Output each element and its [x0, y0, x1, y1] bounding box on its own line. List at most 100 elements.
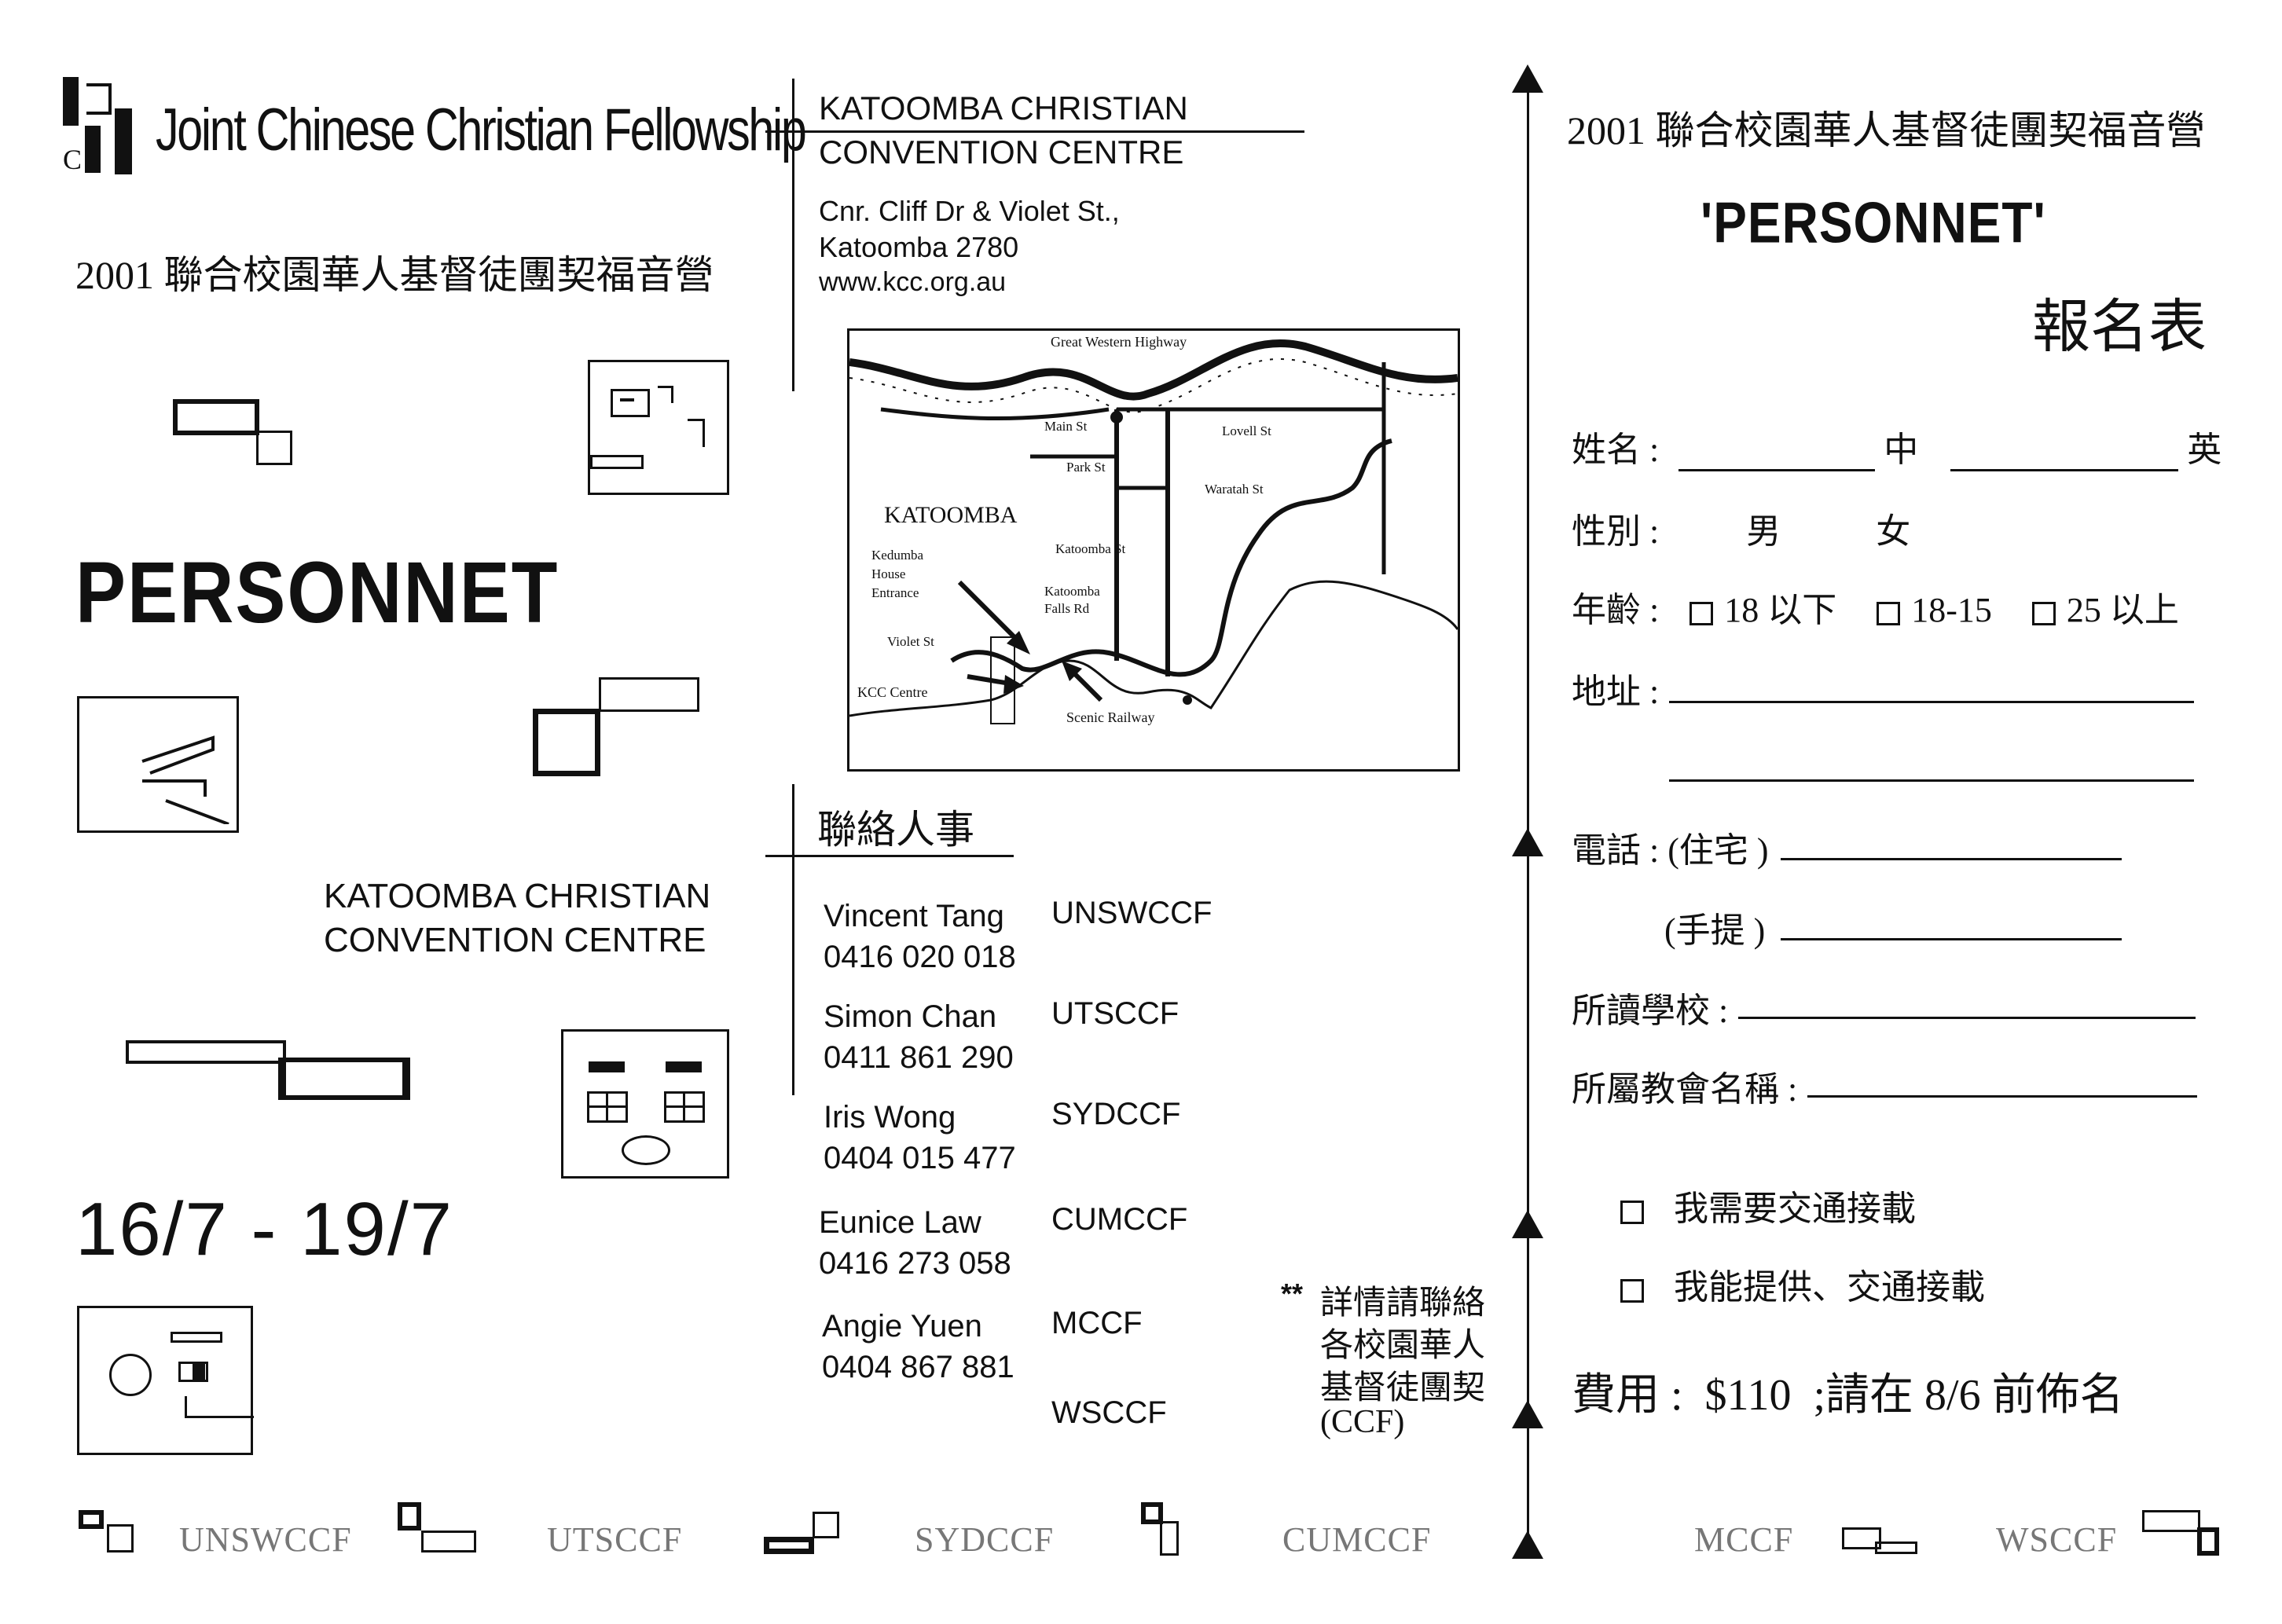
mobile-label: (手提 ) — [1664, 911, 1766, 950]
map-label-falls-1: Katoomba — [1044, 584, 1100, 599]
deco-shape-icon — [107, 1524, 134, 1553]
contacts-heading: 聯絡人事 — [817, 808, 974, 852]
checkbox-icon[interactable] — [1620, 1200, 1644, 1224]
deco-shape-icon — [813, 1512, 839, 1538]
left-venue-line1: KATOOMBA CHRISTIAN — [324, 877, 711, 915]
left-camp-title: 2001 聯合校園華人基督徒團契福音營 — [75, 253, 714, 297]
deco-face-line-icon — [688, 419, 705, 447]
contact-name: Angie Yuen — [822, 1309, 982, 1344]
map-label-kedumba-1: Kedumba — [871, 548, 924, 563]
need-transport-option[interactable]: 我需要交通接載 — [1620, 1180, 1916, 1230]
deco-face-box — [588, 360, 729, 495]
checkbox-icon[interactable] — [1620, 1278, 1644, 1303]
name-en-field[interactable] — [1950, 469, 2179, 471]
logo-mark-icon — [86, 83, 112, 115]
deco-face-eye-icon — [193, 1362, 205, 1382]
map-label-kcc: KCC Centre — [857, 684, 928, 700]
map-label-kedumba-3: Entrance — [871, 585, 919, 600]
address-field-line2[interactable] — [1669, 779, 2194, 782]
contact-note-line: 基督徒團契 — [1320, 1370, 1486, 1406]
deco-face-eye-icon — [620, 398, 634, 401]
footer-group-label: CUMCCF — [1282, 1520, 1432, 1559]
map-label-railway: Scenic Railway — [1066, 709, 1155, 725]
contacts-horizontal-rule — [765, 855, 1014, 857]
contact-group: SYDCCF — [1051, 1097, 1181, 1131]
gender-female-option[interactable]: 女 — [1876, 512, 1911, 551]
deco-square-icon — [533, 709, 600, 776]
footer-group-label: WSCCF — [1996, 1520, 2118, 1559]
mobile-field[interactable] — [1781, 938, 2122, 940]
deco-face-brow-icon — [589, 1061, 625, 1072]
name-label: 姓名 : — [1572, 431, 1660, 469]
church-label: 所屬教會名稱 : — [1572, 1070, 1798, 1109]
gender-male-option[interactable]: 男 — [1746, 512, 1781, 551]
deco-shape-icon — [2197, 1527, 2219, 1556]
checkbox-icon[interactable] — [1877, 601, 1901, 625]
phone-field[interactable] — [1781, 858, 2122, 860]
contact-name: Iris Wong — [824, 1100, 956, 1135]
deco-shape-icon — [764, 1537, 814, 1554]
phone-label: 電話 : (住宅 ) — [1572, 831, 1769, 870]
deco-strokes-icon — [141, 735, 229, 824]
contact-group: UTSCCF — [1051, 996, 1180, 1031]
name-en-label: 英 — [2187, 431, 2222, 469]
age-label: 年齡 : — [1572, 591, 1660, 629]
school-field[interactable] — [1738, 1017, 2196, 1019]
age-option-3[interactable]: 25 以上 — [2031, 591, 2179, 629]
gender-label: 性別 : — [1572, 512, 1660, 551]
gender-row: 性別 : 男 女 — [1572, 503, 1910, 553]
map-label-main-st: Main St — [1044, 419, 1088, 434]
contact-note-line: 詳情請聯絡 — [1320, 1285, 1486, 1322]
map-label-town: KATOOMBA — [884, 502, 1018, 528]
arrow-up-icon — [1512, 64, 1543, 93]
contact-note-line: (CCF) — [1320, 1404, 1405, 1440]
jccf-logo: C — [63, 77, 134, 175]
left-event-name: PERSONNET — [75, 544, 559, 641]
venue-horizontal-rule — [765, 130, 1304, 133]
deco-face-eye-icon — [109, 1354, 152, 1396]
venue-line2: CONVENTION CENTRE — [819, 134, 1184, 170]
map-label-lovell-st: Lovell St — [1222, 423, 1271, 438]
address-label: 地址 : — [1572, 673, 1660, 711]
contact-name: Vincent Tang — [824, 899, 1004, 933]
contact-phone: 0416 273 058 — [819, 1246, 1011, 1281]
deco-shape-icon — [1875, 1542, 1917, 1554]
offer-transport-option[interactable]: 我能提供、交通接載 — [1620, 1259, 1985, 1309]
address-field-line1[interactable] — [1669, 701, 2194, 703]
checkbox-icon[interactable] — [1689, 601, 1714, 625]
age-option-2[interactable]: 18-15 — [1877, 591, 1992, 629]
school-label: 所讀學校 : — [1572, 992, 1729, 1030]
deco-rect-icon — [599, 677, 699, 712]
contact-name: Simon Chan — [824, 999, 997, 1034]
footer-group-label: SYDCCF — [915, 1520, 1055, 1559]
note-stars: ** — [1281, 1278, 1304, 1310]
name-cn-label: 中 — [1884, 431, 1919, 469]
deco-face-brow-icon — [666, 1061, 702, 1072]
venue-address-line2: Katoomba 2780 — [819, 231, 1019, 263]
map-label-waratah-st: Waratah St — [1205, 482, 1264, 497]
venue-address-line1: Cnr. Cliff Dr & Violet St., — [819, 195, 1120, 227]
map-drawing — [849, 339, 1458, 724]
contact-phone: 0404 867 881 — [822, 1350, 1014, 1384]
footer-group-label: MCCF — [1694, 1520, 1794, 1559]
deco-face-eye-icon — [611, 389, 650, 417]
logo-mark-icon — [115, 108, 132, 174]
age-option-1[interactable]: 18 以下 — [1689, 591, 1836, 629]
logo-mark-icon — [85, 126, 101, 173]
logo-letter-c: C — [63, 144, 83, 175]
checkbox-icon[interactable] — [2031, 601, 2056, 625]
deco-face-eye-icon — [664, 1105, 705, 1108]
contact-group: UNSWCCF — [1051, 896, 1213, 930]
deco-face-line-icon — [658, 386, 673, 403]
deco-shape-icon — [2142, 1510, 2200, 1532]
name-cn-field[interactable] — [1678, 469, 1876, 471]
deco-rect-icon — [173, 399, 259, 435]
deco-face-box — [77, 1306, 254, 1455]
deco-face-box — [561, 1029, 729, 1179]
name-row: 姓名 : 中 英 — [1572, 421, 2221, 471]
left-dates: 16/7 - 19/7 — [75, 1187, 453, 1271]
form-camp-title: 2001 聯合校園華人基督徒團契福音營 — [1567, 108, 2206, 152]
deco-shape-icon — [1160, 1521, 1179, 1556]
church-field[interactable] — [1807, 1095, 2197, 1098]
deco-face-mouth-icon — [590, 455, 644, 469]
